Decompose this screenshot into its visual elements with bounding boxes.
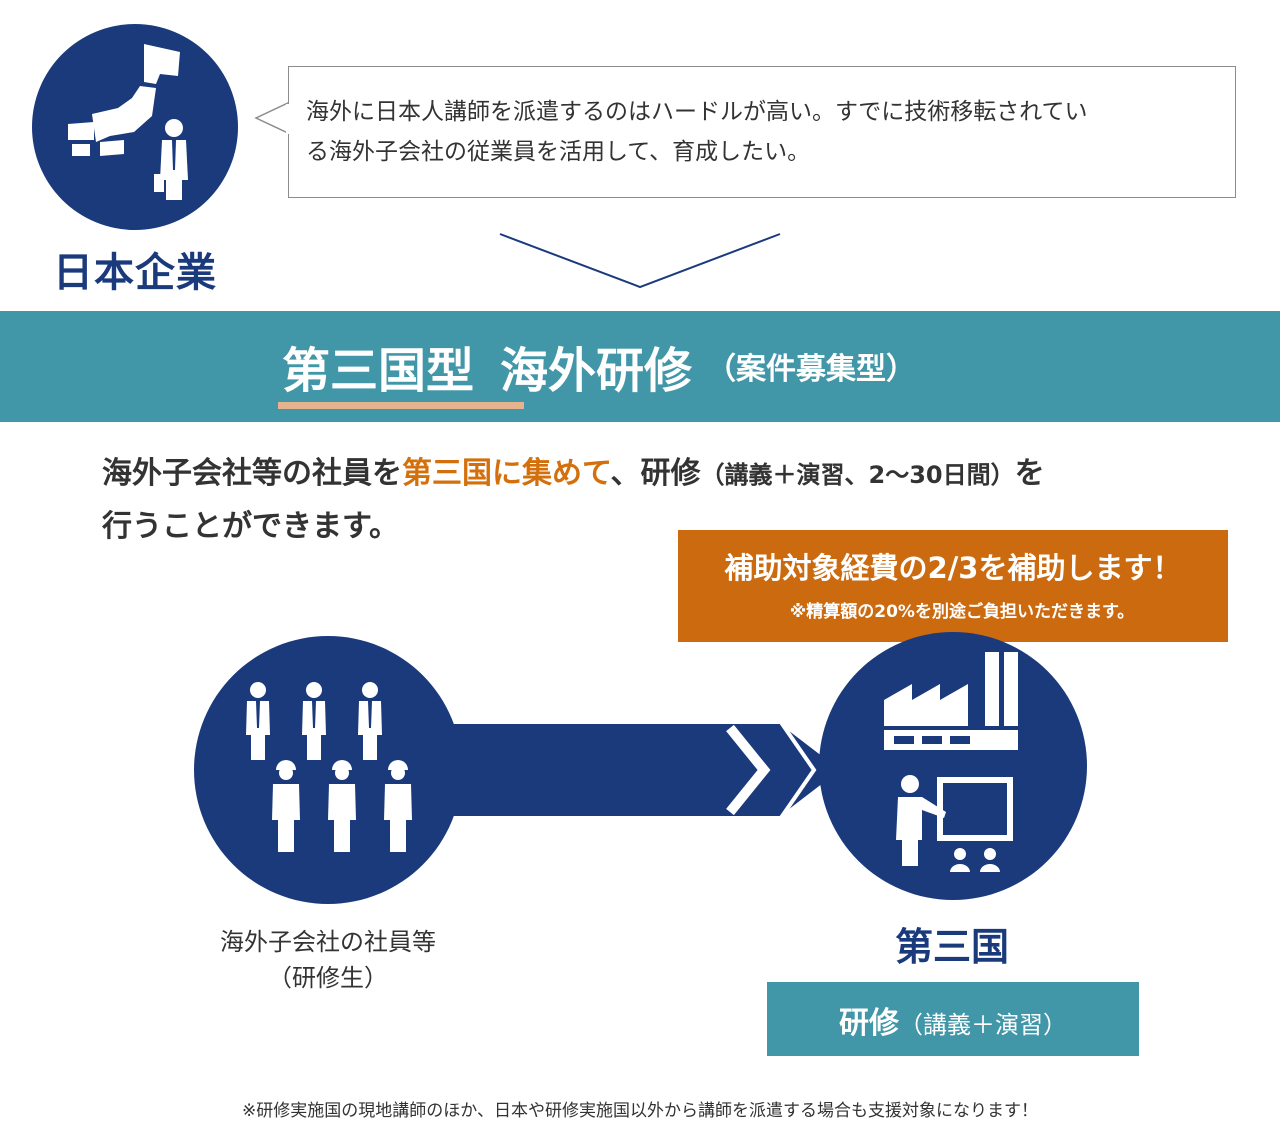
description: 海外子会社等の社員を第三国に集めて、研修（講義＋演習、2～30日間）を 行うこと…: [102, 448, 1202, 553]
third-country-label: 第三国: [894, 925, 1009, 969]
company-label: 日本企業: [53, 250, 217, 296]
bubble-text: 海外に日本人講師を派遣するのはハードルが高い。すでに技術移転されてい る海外子会…: [306, 92, 1226, 172]
flow-bar-point: [780, 724, 840, 816]
bubble-line-1: 海外に日本人講師を派遣するのはハードルが高い。すでに技術移転されてい: [306, 99, 1088, 125]
subsidy-note: ※精算額の20%を別途ご負担いただきます。: [789, 602, 1135, 622]
banner-title: 第三国型 海外研修 （案件募集型）: [282, 331, 916, 401]
desc-part1: 海外子会社等の社員を: [102, 456, 402, 491]
employees-group-icon: [246, 682, 412, 852]
bubble-tail-cover: [286, 104, 292, 134]
subsidy-box: [678, 530, 1228, 642]
japan-map-businessman-icon: [68, 44, 188, 200]
desc-part2: 、研修: [610, 456, 701, 491]
down-chevron-icon: [499, 233, 781, 289]
trainees-circle: [194, 636, 462, 904]
banner-main-title: 海外研修: [500, 343, 693, 399]
training-text: 研修（講義＋演習）: [767, 998, 1139, 1042]
footnote: ※研修実施国の現地講師のほか、日本や研修実施国以外から講師を派遣する場合も支援対…: [242, 1101, 1038, 1121]
destination-circle: [819, 632, 1087, 900]
desc-highlight: 第三国に集めて: [402, 456, 611, 491]
flow-bar: [400, 724, 780, 816]
flow-chevron-icon: [726, 724, 771, 816]
banner-subtitle: （案件募集型）: [706, 352, 917, 387]
trainees-label: 海外子会社の社員等 （研修生）: [178, 924, 478, 996]
training-paren: （講義＋演習）: [899, 1011, 1067, 1039]
training-main: 研修: [839, 1006, 899, 1041]
banner-highlight-underline: [278, 402, 524, 409]
subsidy-main-text: 補助対象経費の2/3を補助します！: [724, 551, 1182, 585]
factory-training-icon: [884, 652, 1018, 872]
trainees-label-line-2: （研修生）: [268, 964, 388, 992]
trainees-label-line-1: 海外子会社の社員等: [220, 928, 436, 956]
desc-part3: を: [1014, 456, 1045, 491]
description-line-1: 海外子会社等の社員を第三国に集めて、研修（講義＋演習、2～30日間）を: [102, 448, 1202, 501]
bubble-line-2: る海外子会社の従業員を活用して、育成したい。: [306, 139, 811, 165]
training-box: [767, 982, 1139, 1056]
description-line-2: 行うことができます。: [102, 509, 399, 544]
company-circle: [32, 24, 238, 230]
speech-bubble: [288, 66, 1236, 198]
title-banner: [0, 311, 1280, 422]
banner-highlight: 第三国型: [282, 343, 475, 399]
desc-paren: （講義＋演習、2～30日間）: [700, 461, 1015, 489]
flow-graphic: [194, 632, 1087, 904]
